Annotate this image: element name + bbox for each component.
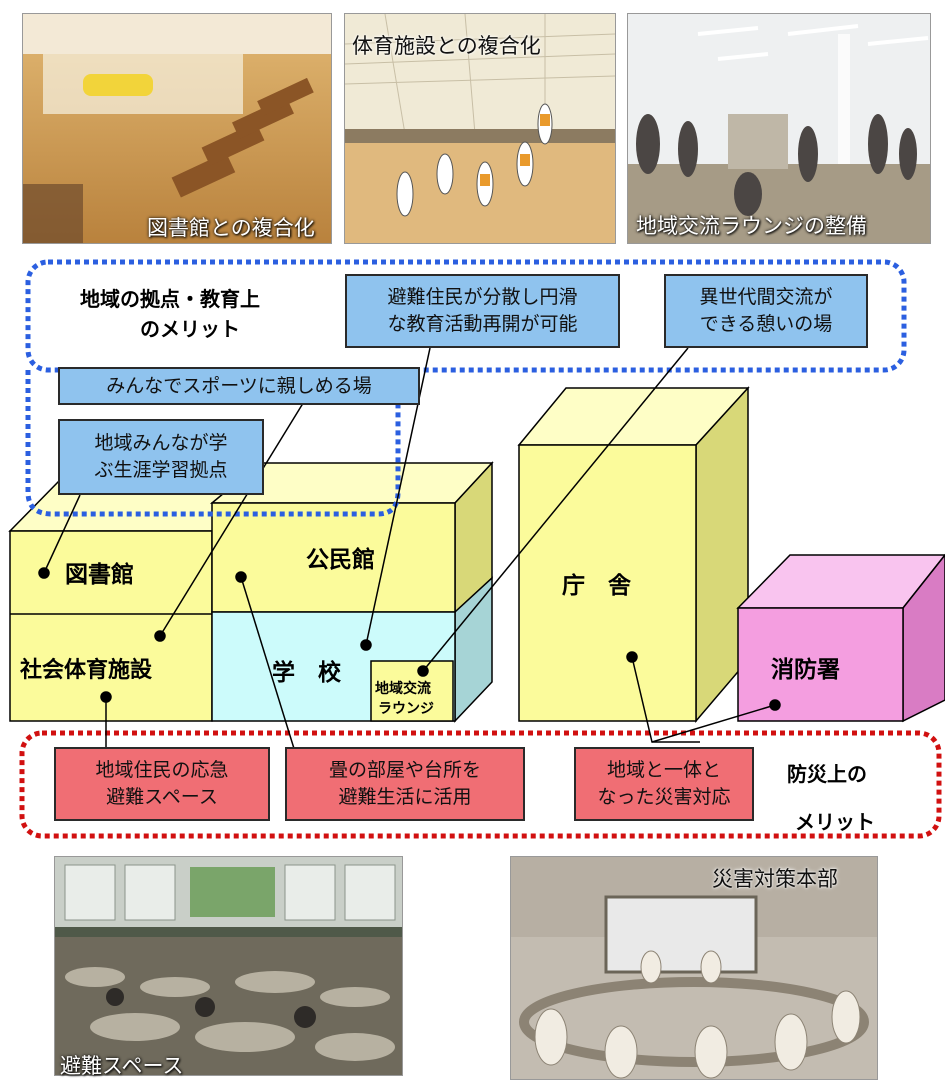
lounge-photo — [627, 13, 931, 244]
library-photo-caption: 図書館との複合化 — [147, 216, 315, 240]
callout-dispersed-line1: 避難住民が分散し円滑 — [387, 286, 578, 308]
callout-dispersed: 避難住民が分散し円滑 な教育活動再開が可能 — [345, 274, 620, 348]
dot-library — [38, 567, 50, 579]
gym-photo-image — [345, 14, 615, 243]
school-label: 学 校 — [272, 659, 342, 686]
kominkan-label: 公民館 — [306, 546, 375, 573]
gym-photo — [344, 13, 616, 244]
office-label: 庁 舎 — [562, 572, 632, 599]
callout-lifelong: 地域みんなが学 ぶ生涯学習拠点 — [58, 419, 264, 495]
dot-gym-bottom — [100, 691, 112, 703]
callout-unified: 地域と一体と なった災害対応 — [574, 747, 754, 821]
hq-photo — [510, 856, 878, 1080]
callout-intergenerational: 異世代間交流が できる憩いの場 — [664, 274, 868, 348]
lounge-label-1: 地域交流 — [375, 680, 431, 697]
education-merit-heading: 地域の拠点・教育上 のメリット — [80, 284, 260, 344]
disaster-merit-heading: 防災上の メリット — [787, 750, 875, 846]
callout-tatami-line2: 避難生活に活用 — [338, 786, 472, 808]
lounge-label-2: ラウンジ — [378, 701, 434, 717]
callout-lifelong-line2: ぶ生涯学習拠点 — [94, 459, 228, 481]
connector-lifelong-library — [43, 494, 81, 574]
education-merit-region-extension — [25, 370, 401, 517]
callout-emergency-line1: 地域住民の応急 — [95, 759, 229, 781]
callout-emergency: 地域住民の応急 避難スペース — [54, 747, 270, 821]
callout-lifelong-line1: 地域みんなが学 — [94, 432, 228, 454]
callout-emergency-line2: 避難スペース — [106, 786, 218, 808]
callout-tatami: 畳の部屋や台所を 避難生活に活用 — [285, 747, 525, 821]
education-merit-heading-line2: のメリット — [140, 317, 240, 341]
kominkan-block-front — [211, 502, 456, 613]
callout-sports-line1: みんなでスポーツに親しめる場 — [106, 374, 372, 397]
lounge-block — [370, 660, 454, 722]
hq-photo-caption: 災害対策本部 — [712, 867, 838, 891]
disaster-merit-heading-line1: 防災上の — [787, 762, 867, 786]
disaster-merit-region — [19, 730, 942, 839]
gym-label: 社会体育施設 — [20, 657, 153, 683]
connector-sports-gym — [159, 399, 306, 637]
dot-lounge — [417, 665, 429, 677]
evacuation-photo — [54, 856, 403, 1076]
callout-tatami-line1: 畳の部屋や台所を — [328, 759, 481, 781]
callout-dispersed-line2: な教育活動再開が可能 — [387, 313, 578, 335]
dot-gym — [154, 630, 166, 642]
library-label: 図書館 — [65, 561, 134, 588]
library-photo-image — [23, 14, 331, 243]
disaster-merit-heading-line2: メリット — [795, 810, 875, 834]
library-block-front — [9, 530, 213, 722]
connector-intergenerational-lounge — [422, 347, 689, 672]
education-merit-heading-line1: 地域の拠点・教育上 — [80, 287, 260, 311]
fire-label: 消防署 — [771, 656, 840, 683]
dot-kominkan — [235, 571, 247, 583]
lounge-photo-caption: 地域交流ラウンジの整備 — [636, 214, 867, 238]
gym-photo-caption: 体育施設との複合化 — [352, 34, 541, 58]
education-merit-region — [25, 259, 907, 373]
dot-fire — [769, 699, 781, 711]
connector-unified-fire — [651, 704, 776, 743]
dot-school — [360, 639, 372, 651]
library-photo — [22, 13, 332, 244]
callout-sports: みんなでスポーツに親しめる場 — [58, 367, 420, 405]
callout-intergenerational-line2: できる憩いの場 — [699, 313, 833, 335]
callout-unified-line1: 地域と一体と — [606, 759, 721, 781]
callout-unified-line2: なった災害対応 — [597, 786, 731, 808]
hq-photo-image — [511, 857, 877, 1079]
lounge-photo-image — [628, 14, 930, 243]
evacuation-photo-image — [55, 857, 402, 1075]
connector-tatami-kominkan — [240, 576, 301, 769]
fire-block-front — [737, 607, 904, 722]
callout-intergenerational-line1: 異世代間交流が — [699, 286, 833, 308]
dot-office — [626, 651, 638, 663]
evacuation-photo-caption: 避難スペース — [60, 1054, 184, 1078]
